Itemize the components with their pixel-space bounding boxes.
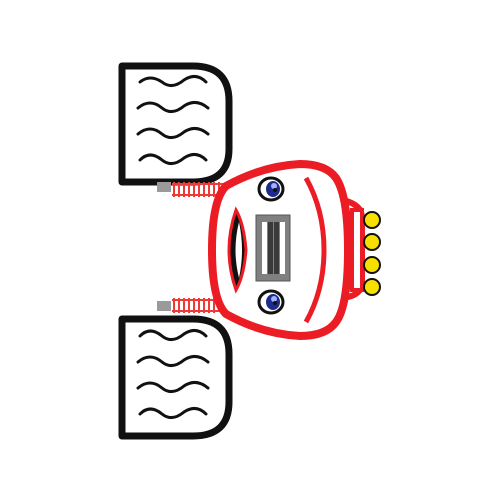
- top-wheel: [118, 62, 233, 186]
- roof-lights: [363, 211, 381, 296]
- bottom-eye: [257, 289, 285, 315]
- roof-light-3: [363, 256, 381, 274]
- top-spring: [172, 182, 228, 197]
- bottom-wheel-outline: [118, 315, 233, 440]
- mouth-teeth: [235, 222, 242, 278]
- roof-light-4: [363, 278, 381, 296]
- top-wheel-treads: [136, 75, 210, 165]
- bottom-axle-block: [157, 301, 171, 311]
- top-wheel-outline: [118, 62, 233, 186]
- roof-light-1: [363, 211, 381, 229]
- windshield-line: [303, 176, 327, 324]
- bottom-wheel-treads: [136, 329, 210, 419]
- grille-slot-2: [268, 222, 273, 274]
- grille-slot-4: [280, 222, 285, 274]
- top-eye: [257, 176, 285, 202]
- grille-slot-3: [274, 222, 279, 274]
- top-axle-block: [157, 182, 171, 192]
- roof-light-2: [363, 233, 381, 251]
- grille-slot-1: [262, 222, 267, 274]
- grille: [255, 214, 291, 282]
- bottom-wheel: [118, 315, 233, 440]
